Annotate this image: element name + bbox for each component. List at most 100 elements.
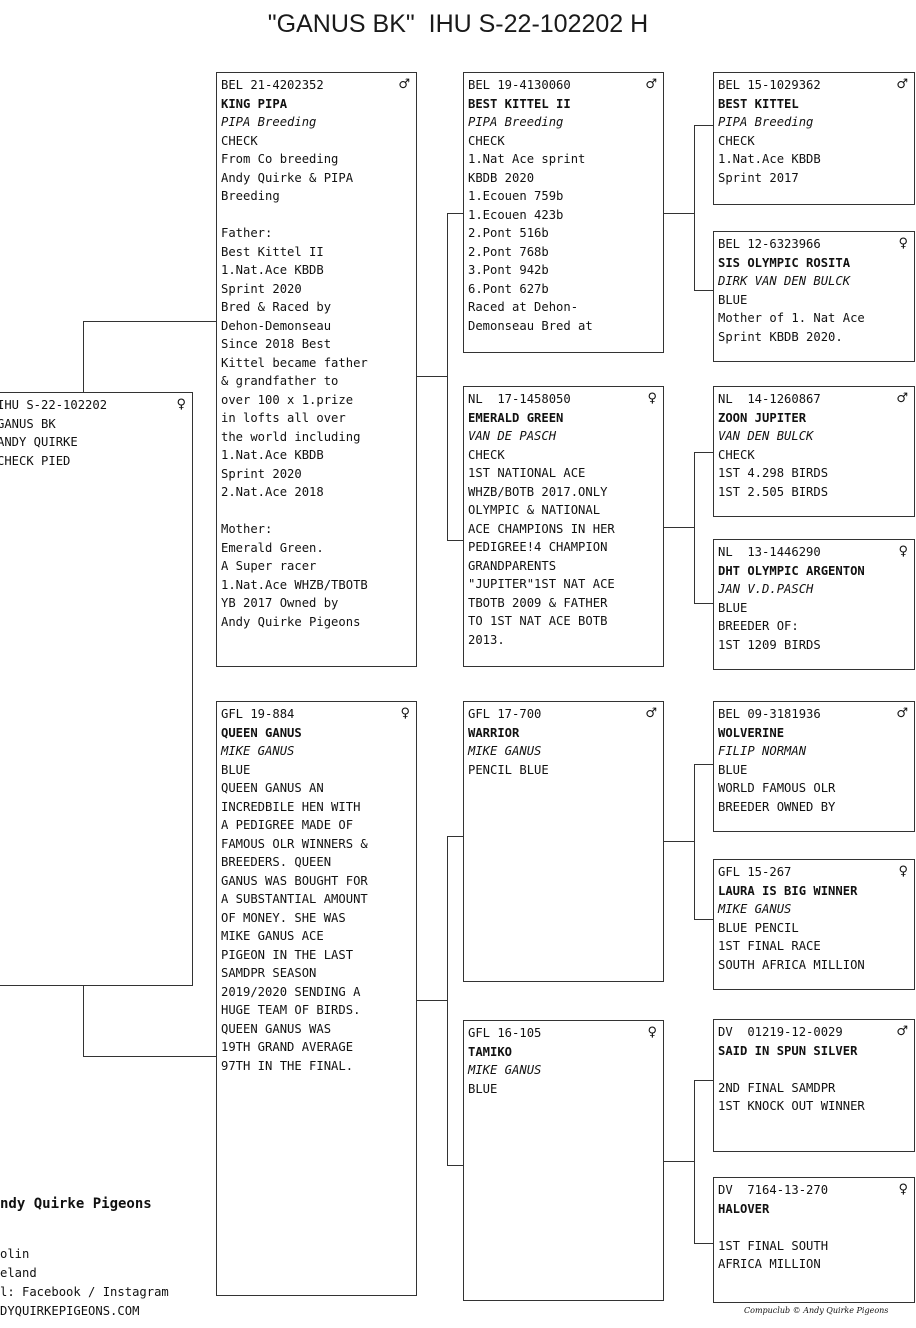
card-header: NL 17-1458050♀ xyxy=(468,390,659,409)
pedigree-note-line: BREEDERS. QUEEN xyxy=(221,855,332,869)
pedigree-note-line: Mother: xyxy=(221,522,273,536)
male-symbol-icon: ♂ xyxy=(896,706,908,721)
card-header: BEL 12-6323966 ♀ xyxy=(718,235,910,254)
connector-line xyxy=(694,919,713,920)
pedigree-note-line: 1ST FINAL RACE xyxy=(718,939,821,953)
pedigree-note-line: CHECK xyxy=(718,447,755,462)
ring-number: NL 14-1260867 xyxy=(718,392,821,406)
pedigree-note-line: Breeding xyxy=(221,189,280,203)
pedigree-note-line: FAMOUS OLR WINNERS & xyxy=(221,836,368,851)
connector-line xyxy=(417,376,447,377)
pedigree-note-line: Since 2018 Best xyxy=(221,337,332,351)
card-header: BEL 19-4130060♂ xyxy=(468,76,659,95)
pedigree-note-line: KBDB 2020 xyxy=(468,170,535,185)
pedigree-note-line: 2013. xyxy=(468,632,505,647)
pigeon-name: WARRIOR xyxy=(468,725,520,740)
pedigree-note-line: & grandfather to xyxy=(221,374,339,388)
pedigree-note-line: 1ST 1209 BIRDS xyxy=(718,637,821,652)
ring-number: NL 17-1458050 xyxy=(468,392,571,406)
ring-number: BEL 12-6323966 xyxy=(718,237,821,251)
pedigree-note-line: Andy Quirke Pigeons xyxy=(221,614,361,629)
pedigree-note-line: 1.Nat.Ace KBDB xyxy=(221,263,324,277)
pedigree-note-line: A Super racer xyxy=(221,559,317,573)
pedigree-note-line: 2.Pont 768b xyxy=(468,244,549,259)
pedigree-note-line: 2.Pont 516b xyxy=(468,226,549,240)
connector-line xyxy=(664,213,694,214)
female-symbol-icon: ♀ xyxy=(898,236,908,251)
pedigree-note-line: 1ST 2.505 BIRDS xyxy=(718,484,829,499)
pedigree-note-line: BLUE xyxy=(718,762,748,777)
pigeon-name: KING PIPA xyxy=(221,96,288,111)
connector-line xyxy=(694,1243,713,1244)
pedigree-note-line: BLUE xyxy=(718,600,748,615)
pedigree-note-line: QUEEN GANUS WAS xyxy=(221,1021,332,1036)
pigeon-name: WOLVERINE xyxy=(718,725,785,740)
male-symbol-icon: ♂ xyxy=(645,77,657,92)
pedigree-note-line: GRANDPARENTS xyxy=(468,558,557,573)
owner-line: olin xyxy=(0,1247,30,1261)
pedigree-note-line: CHECK xyxy=(718,133,755,148)
pedigree-note-line: 2.Nat.Ace 2018 xyxy=(221,485,324,499)
ring-number: DV 7164-13-270 xyxy=(718,1183,829,1197)
pedigree-note-line: CHECK xyxy=(468,133,505,148)
owner-website[interactable]: DYQUIRKEPIGEONS.COM xyxy=(0,1304,140,1318)
pedigree-note-line: CHECK xyxy=(468,447,505,462)
breeder-name: VAN DE PASCH xyxy=(468,429,557,443)
connector-line xyxy=(83,321,216,322)
ring-number: BEL 21-4202352 xyxy=(221,78,324,92)
pedigree-note-line: ANDY QUIRKE xyxy=(0,435,78,449)
pedigree-note-line xyxy=(718,1218,910,1237)
pedigree-note-line: Sprint 2020 xyxy=(221,281,302,296)
card-header: IHU S-22-102202♀ xyxy=(0,396,188,415)
pedigree-note-line: CHECK xyxy=(221,133,258,148)
pedigree-note-line: INCREDBILE HEN WITH xyxy=(221,799,361,814)
connector-line xyxy=(664,841,694,842)
connector-line xyxy=(664,1161,694,1162)
pedigree-note-line: 97TH IN THE FINAL. xyxy=(221,1058,354,1073)
male-symbol-icon: ♂ xyxy=(896,391,908,406)
connector-line xyxy=(694,764,695,919)
card-header: GFL 15-267♀ xyxy=(718,863,910,882)
pedigree-note-line: 1.Ecouen 423b xyxy=(468,207,564,222)
ring-number: BEL 09-3181936 xyxy=(718,707,821,721)
pedigree-note-line: BREEDER OWNED BY xyxy=(718,799,836,814)
pedigree-note-line: in lofts all over xyxy=(221,411,346,425)
card-header: BEL 09-3181936 ♂ xyxy=(718,705,910,724)
pigeon-name: HALOVER xyxy=(718,1201,770,1216)
breeder-name: PIPA Breeding xyxy=(718,115,814,129)
pedigree-note-line: 1ST FINAL SOUTH xyxy=(718,1238,829,1253)
pedigree-note-line: Dehon-Demonseau xyxy=(221,318,332,333)
card-header: NL 13-1446290♀ xyxy=(718,543,910,562)
male-symbol-icon: ♂ xyxy=(896,77,908,92)
dam-dam-sire-card[interactable]: DV 01219-12-0029♂SAID IN SPUN SILVER 2ND… xyxy=(713,1019,915,1152)
male-symbol-icon: ♂ xyxy=(896,1024,908,1039)
pigeon-name: BEST KITTEL xyxy=(718,96,799,111)
copyright-note: Compuclub © Andy Quirke Pigeons xyxy=(744,1306,889,1315)
pigeon-name: SAID IN SPUN SILVER xyxy=(718,1043,858,1058)
connector-line xyxy=(694,1080,713,1081)
pedigree-note-line: 1.Ecouen 759b xyxy=(468,189,564,203)
connector-line xyxy=(447,540,463,541)
ring-number: GFL 17-700 xyxy=(468,707,542,721)
pedigree-note-line: BLUE xyxy=(221,762,251,777)
pigeon-name: QUEEN GANUS xyxy=(221,725,302,740)
ring-number: IHU S-22-102202 xyxy=(0,398,108,412)
pedigree-note-line: SAMDPR SEASON xyxy=(221,966,317,980)
pedigree-note-line: "JUPITER"1ST NAT ACE xyxy=(468,577,615,591)
breeder-name: MIKE GANUS xyxy=(468,1063,542,1077)
pedigree-note-line: BLUE PENCIL xyxy=(718,920,799,935)
